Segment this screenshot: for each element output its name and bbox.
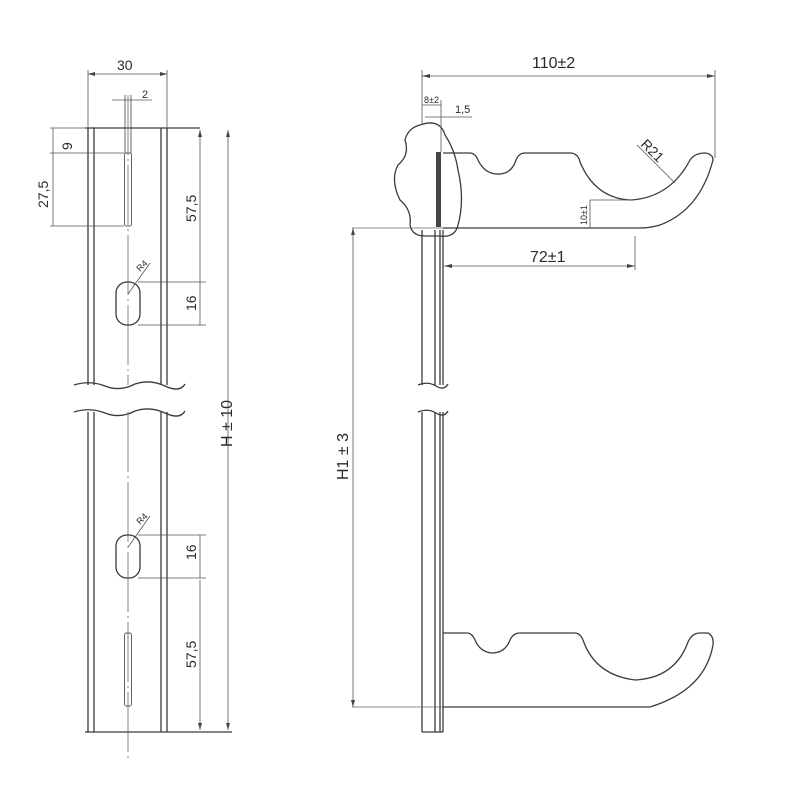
dim-hole-length-bottom: 16 <box>183 544 199 560</box>
dim-width: 30 <box>117 57 133 73</box>
dim-slot-to-hole-top: 57,5 <box>183 195 199 222</box>
dim-hook-radius: R21 <box>638 136 668 166</box>
lower-hook-arm <box>443 632 714 708</box>
dim-top-offset: 9 <box>59 142 75 150</box>
dim-plate-offset: 8±2 <box>424 95 439 105</box>
dim-slot-to-hole-bottom: 57,5 <box>183 641 199 668</box>
top-oblong-hole <box>115 281 141 326</box>
bottom-oblong-hole <box>115 534 141 579</box>
top-slot <box>124 152 132 227</box>
side-view: 110±2 8±2 1,5 R21 10±1 72±1 H1 ± 3 <box>335 55 716 733</box>
dim-hole-radius-bottom: R4 <box>134 511 149 526</box>
dim-slot-length: 27,5 <box>35 181 51 208</box>
dim-arm-height: 10±1 <box>579 205 589 225</box>
dim-bracket-spacing: H1 ± 3 <box>335 433 352 480</box>
dim-overall-height: H ± 10 <box>219 400 236 447</box>
rail-upper <box>73 127 200 390</box>
adjustment-knob <box>393 122 463 237</box>
upper-hook-arm <box>443 152 714 229</box>
front-view: 30 2 9 27,5 57,5 R4 16 H ± 10 R4 <box>35 57 236 760</box>
dim-thickness: 1,5 <box>455 104 470 116</box>
rail-lower <box>73 408 232 733</box>
bottom-slot <box>124 632 132 707</box>
mounting-plate <box>436 152 441 227</box>
dim-arm-reach: 72±1 <box>530 249 566 266</box>
dim-hole-length-top: 16 <box>183 295 199 311</box>
dim-slot-width: 2 <box>142 89 148 101</box>
dim-hole-radius-top: R4 <box>134 258 149 273</box>
dim-overall-reach: 110±2 <box>532 55 575 72</box>
